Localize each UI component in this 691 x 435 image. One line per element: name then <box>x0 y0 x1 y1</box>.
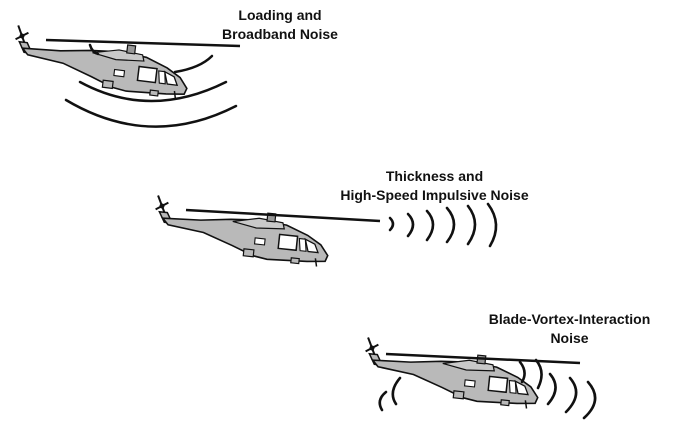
label-line: Broadband Noise <box>222 26 338 42</box>
impulsive-noise-waves <box>388 202 498 248</box>
label-line: Thickness and <box>385 168 484 184</box>
main-rotor-blade <box>185 208 381 223</box>
label-line: Blade-Vortex-Interaction <box>488 311 651 327</box>
label-line: Noise <box>550 330 589 346</box>
label-line: Loading and <box>238 7 322 23</box>
helicopter-icon <box>150 194 334 269</box>
helicopter-icon <box>9 24 193 102</box>
broadband-noise-waves <box>64 43 238 128</box>
loading-broadband-noise-label: Loading and Broadband Noise <box>205 6 355 44</box>
main-rotor-blade <box>45 38 241 48</box>
label-line: High-Speed Impulsive Noise <box>340 187 529 203</box>
bvi-noise-label: Blade-Vortex-Interaction Noise <box>462 310 677 348</box>
helicopter-icon <box>360 336 544 411</box>
main-rotor-blade <box>385 352 581 365</box>
thickness-hsi-noise-label: Thickness and High-Speed Impulsive Noise <box>312 167 557 205</box>
bvi-noise-waves <box>378 358 597 420</box>
